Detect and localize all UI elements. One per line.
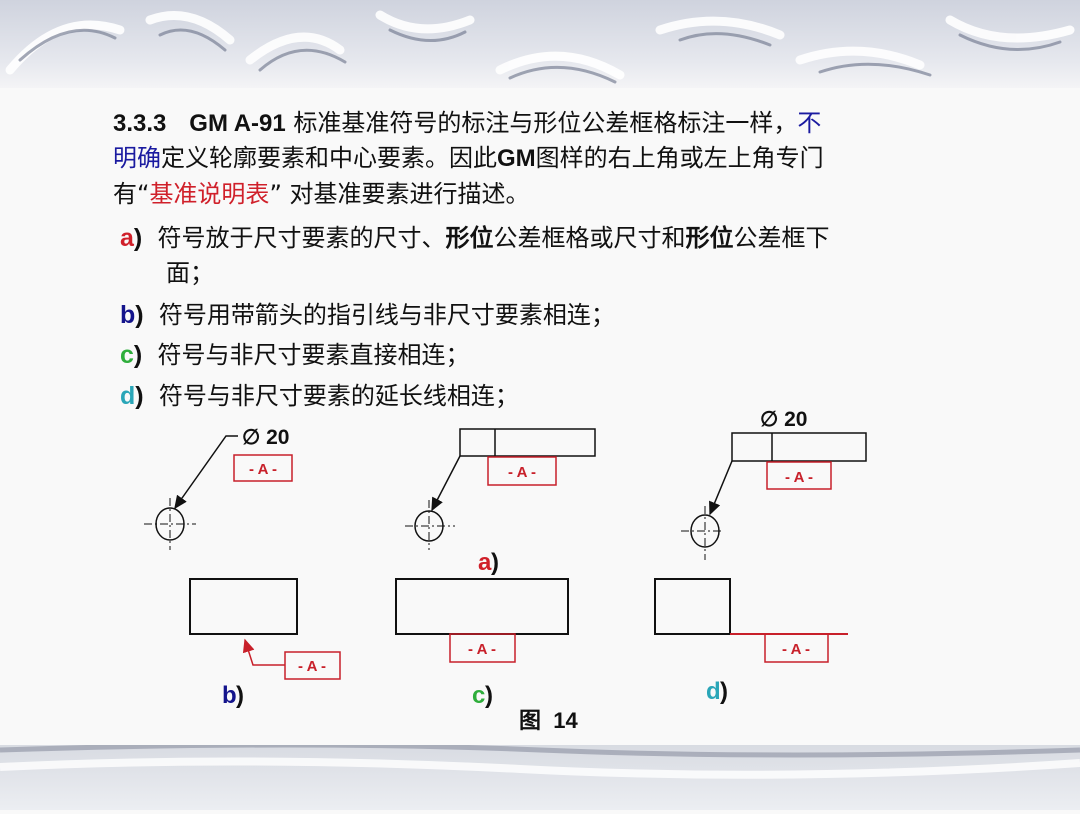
subfigure-label-a: a — [478, 549, 492, 576]
hole-symbol — [681, 506, 723, 560]
datum-label: - A - — [508, 464, 536, 481]
gm-text: GM — [497, 145, 536, 172]
datum-label: - A - — [785, 469, 813, 486]
label-paren: ) — [720, 678, 728, 705]
list-item-b: b) 符号用带箭头的指引线与非尺寸要素相连； — [120, 300, 615, 330]
datum-box — [233, 454, 293, 482]
tolerance-frame — [731, 432, 867, 462]
leader-arrow — [431, 455, 461, 512]
list-item-a: a) 符号放于尺寸要素的尺寸、形位公差框格或尺寸和形位公差框下 — [120, 223, 830, 253]
datum-box — [764, 633, 829, 663]
heading-text: 定义轮廓要素和中心要素。因此 — [161, 144, 497, 172]
datum-label: - A - — [298, 658, 326, 675]
list-item-a-cont: 面； — [166, 259, 214, 287]
swirl-decoration — [0, 742, 1080, 779]
footer-decoration — [0, 742, 1080, 810]
heading-line-3: 有“基准说明表” 对基准要素进行描述。 — [113, 179, 530, 209]
item-bold: 形位 — [445, 224, 494, 252]
heading-line-1: 3.3.3 GM A-91 标准基准符号的标注与形位公差框格标注一样，不 — [113, 108, 821, 139]
diameter-label: ∅ 20 — [242, 426, 290, 449]
hole-symbol — [144, 498, 196, 550]
list-item-c: c) 符号与非尺寸要素直接相连； — [120, 340, 470, 370]
item-text: 公差框下 — [733, 224, 830, 252]
datum-box — [766, 461, 832, 490]
leader-arrow — [174, 435, 238, 510]
heading-text: 有“ — [113, 180, 150, 208]
item-paren: ) — [135, 382, 144, 410]
leader-arrow — [242, 638, 285, 666]
header-decoration — [0, 0, 1080, 88]
feature-rect — [654, 578, 731, 635]
tolerance-frame — [459, 428, 596, 457]
heading-text: ” 对基准要素进行描述。 — [269, 180, 530, 208]
datum-label: - A - — [249, 461, 277, 478]
datum-label: - A - — [468, 641, 496, 658]
item-paren: ) — [135, 301, 144, 329]
item-paren: ) — [133, 341, 143, 369]
item-letter: d — [120, 382, 136, 410]
figure-caption: 图 14 — [519, 708, 578, 733]
item-text: 符号用带箭头的指引线与非尺寸要素相连； — [158, 301, 615, 329]
label-paren: ) — [485, 682, 493, 709]
heading-text: 标准基准符号的标注与形位公差框格标注一样， — [285, 109, 798, 137]
highlight-text: 明确 — [113, 144, 161, 172]
highlight-text: 不 — [797, 109, 822, 137]
feature-rect — [395, 578, 569, 635]
item-letter: b — [120, 301, 136, 329]
item-letter: c — [120, 341, 134, 369]
leader-arrow — [709, 460, 733, 516]
subfigure-label-c: c — [472, 682, 485, 709]
list-item-d: d) 符号与非尺寸要素的延长线相连； — [120, 381, 519, 411]
heading-text: 图样的右上角或左上角专门 — [535, 144, 824, 172]
label-paren: ) — [236, 682, 244, 709]
section-number: 3.3.3 — [113, 110, 167, 137]
heading-line-2: 明确定义轮廓要素和中心要素。因此GM图样的右上角或左上角专门 — [113, 143, 824, 174]
standard-name: GM A-91 — [189, 110, 286, 137]
item-paren: ) — [133, 224, 143, 252]
label-paren: ) — [491, 549, 499, 576]
swirl-decoration — [5, 10, 1075, 84]
feature-rect — [189, 578, 298, 635]
diameter-label: ∅ 20 — [760, 408, 808, 431]
datum-box — [487, 456, 557, 486]
datum-box — [449, 633, 516, 663]
item-bold: 形位 — [685, 224, 734, 252]
subfigure-label-b: b — [222, 682, 237, 709]
datum-label: - A - — [782, 641, 810, 658]
item-letter: a — [120, 224, 134, 252]
item-text: 符号放于尺寸要素的尺寸、 — [157, 224, 446, 252]
hole-symbol — [405, 500, 455, 550]
highlight-text: 基准说明表 — [149, 180, 270, 208]
item-text: 符号与非尺寸要素的延长线相连； — [158, 382, 519, 410]
subfigure-label-d: d — [706, 678, 721, 705]
item-text: 公差框格或尺寸和 — [493, 224, 686, 252]
item-text: 符号与非尺寸要素直接相连； — [157, 341, 470, 369]
